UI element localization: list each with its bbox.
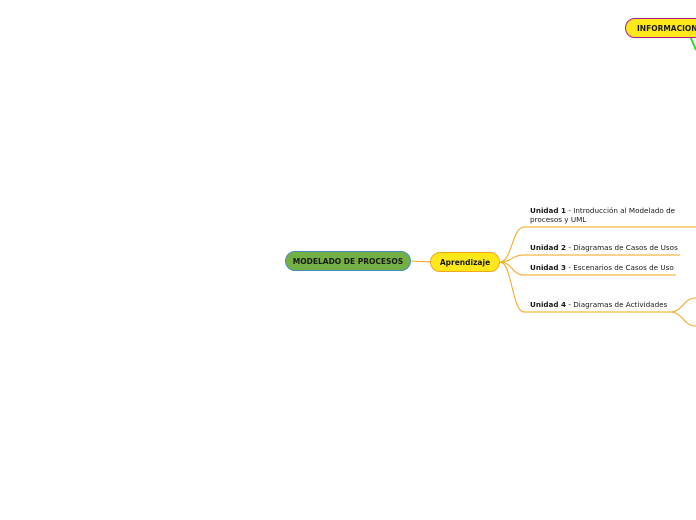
- unidad-1-text: Introducción al Modelado de procesos y U…: [530, 206, 676, 224]
- unidad-4-topic[interactable]: Unidad 4 - Diagramas de Actividades: [530, 300, 690, 309]
- link-unidad-2: [499, 254, 680, 263]
- unidad-3-title: Unidad 3: [530, 263, 567, 272]
- central-topic-node[interactable]: MODELADO DE PROCESOS: [285, 251, 411, 271]
- link-unidad-4-sub-1: [669, 297, 696, 313]
- link-unidad-3: [499, 261, 676, 276]
- unidad-4-title: Unidad 4: [530, 300, 567, 309]
- link-unidad-4: [499, 261, 670, 313]
- unidad-1-separator: -: [566, 206, 574, 215]
- unidad-1-topic[interactable]: Unidad 1 - Introducción al Modelado de p…: [530, 206, 690, 224]
- unidad-2-text: Diagramas de Casos de Usos: [573, 243, 678, 252]
- unidad-2-separator: -: [566, 243, 574, 252]
- unidad-4-text: Diagramas de Actividades: [573, 300, 668, 309]
- link-unidad-4-sub-2: [669, 311, 696, 327]
- unidad-2-title: Unidad 2: [530, 243, 567, 252]
- link-unidad-1: [499, 226, 696, 263]
- link-informacion: [689, 35, 696, 51]
- aprendizaje-node[interactable]: Aprendizaje: [430, 252, 500, 272]
- central-topic-label: MODELADO DE PROCESOS: [292, 256, 404, 266]
- unidad-3-text: Escenarios de Casos de Uso: [573, 263, 674, 272]
- root-to-aprendizaje-link: [410, 260, 431, 263]
- unidad-1-title: Unidad 1: [530, 206, 567, 215]
- unidad-3-topic[interactable]: Unidad 3 - Escenarios de Casos de Uso: [530, 263, 690, 272]
- informacion-label: INFORMACION: [637, 23, 696, 33]
- unidad-4-separator: -: [566, 300, 574, 309]
- unidad-2-topic[interactable]: Unidad 2 - Diagramas de Casos de Usos: [530, 243, 690, 252]
- aprendizaje-label: Aprendizaje: [439, 257, 491, 267]
- unidad-3-separator: -: [566, 263, 574, 272]
- informacion-node[interactable]: INFORMACION: [625, 18, 696, 38]
